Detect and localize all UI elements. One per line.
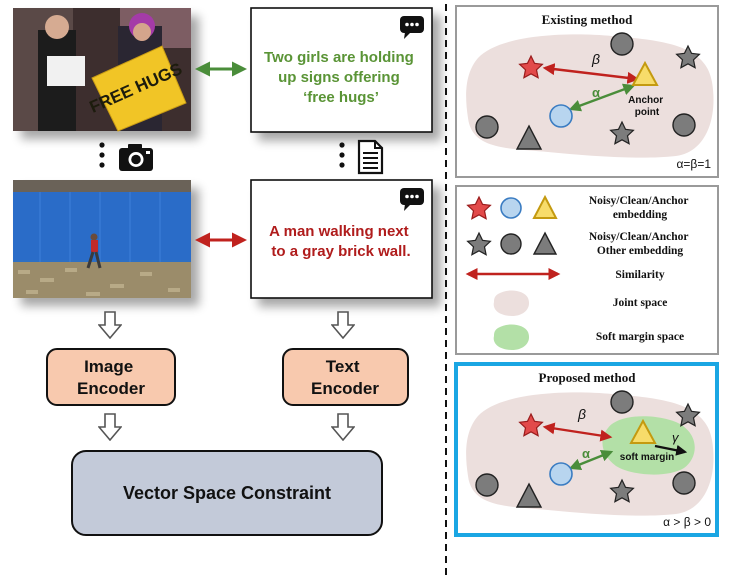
existing-formula: α=β=1 (676, 157, 711, 171)
existing-method-title: Existing method (542, 12, 633, 27)
legend-row2-label: Noisy/Clean/Anchor Other embedding (589, 231, 691, 257)
existing-other-triangle (515, 124, 543, 150)
proposed-gamma-arrow (654, 444, 688, 456)
existing-other-circle (610, 32, 634, 56)
legend-other-circle (500, 233, 522, 255)
proposed-other-circle (610, 390, 634, 414)
existing-noisy-star (518, 54, 544, 79)
proposed-clean-circle (549, 462, 573, 486)
existing-anchor-line-2: point (635, 107, 660, 118)
photo-man-walking (13, 180, 191, 298)
camera-icon (119, 144, 153, 171)
proposed-beta-arrow (542, 422, 613, 442)
image-encoder-line-2: Encoder (77, 379, 145, 398)
caption-bottom-line-2: to a gray brick wall. (271, 243, 410, 260)
legend-similarity-label: Similarity (615, 269, 664, 281)
existing-anchor-line-1: Anchor (628, 95, 663, 106)
legend-row1-label: Noisy/Clean/Anchor embedding (589, 195, 691, 221)
proposed-other-star (609, 478, 635, 503)
caption-bottom-text: A man walking next to a gray brick wall. (269, 223, 413, 260)
legend-noisy-star (466, 195, 492, 220)
existing-clean-circle (549, 104, 573, 128)
caption-bottom-line-1: A man walking next (269, 223, 408, 240)
caption-top-line-2: up signs offering (278, 69, 400, 86)
existing-joint-space (466, 34, 714, 158)
proposed-other-circle (475, 473, 499, 497)
existing-anchor-label: Anchor point (628, 95, 666, 118)
legend-soft-swatch (493, 324, 530, 350)
down-arrow-icon (331, 413, 355, 441)
down-arrow-icon (98, 311, 122, 339)
vector-space-constraint-box (71, 450, 383, 536)
vertical-dots-right (339, 142, 345, 168)
existing-other-circle (475, 115, 499, 139)
proposed-alpha-arrow (568, 449, 614, 471)
legend-soft-label: Soft margin space (596, 331, 684, 343)
down-arrow-icon (331, 311, 355, 339)
legend-clean-circle (500, 197, 522, 219)
legend-row2-line-1: Noisy/Clean/Anchor (589, 231, 689, 243)
legend-joint-swatch (493, 290, 530, 316)
existing-other-circle (672, 113, 696, 137)
proposed-alpha-label: α (582, 446, 590, 461)
proposed-beta-label: β (577, 406, 586, 422)
image-encoder-box (46, 348, 176, 406)
proposed-other-circle (672, 471, 696, 495)
text-encoder-line-1: Text (326, 357, 360, 376)
proposed-soft-margin-space (602, 416, 695, 475)
proposed-gamma-label: γ (672, 430, 680, 445)
legend-panel (455, 185, 719, 355)
photo-free-hugs: FREE HUGS (13, 8, 191, 132)
proposed-soft-margin-label: soft margin (620, 452, 674, 463)
vector-space-constraint-label: Vector Space Constraint (123, 483, 331, 503)
proposed-anchor-triangle (629, 418, 657, 444)
proposed-other-star (675, 402, 701, 427)
text-encoder-label: Text Encoder (311, 357, 379, 398)
legend-anchor-triangle (532, 194, 558, 219)
existing-beta-label: β (591, 51, 600, 67)
down-arrow-icon (98, 413, 122, 441)
existing-other-star (675, 44, 701, 69)
caption-top-text: Two girls are holding up signs offering … (264, 49, 418, 106)
legend-row1-line-1: Noisy/Clean/Anchor (589, 195, 689, 207)
image-encoder-line-1: Image (84, 357, 133, 376)
existing-alpha-arrow (568, 83, 636, 112)
proposed-formula: α > β > 0 (663, 515, 711, 529)
legend-other-star (466, 231, 492, 256)
chat-bubble-icon (400, 16, 424, 39)
caption-top-line-3: ‘free hugs’ (303, 89, 379, 106)
existing-alpha-label: α (592, 85, 600, 100)
proposed-noisy-star (518, 412, 544, 437)
legend-row2-line-2: Other embedding (597, 245, 684, 257)
text-encoder-box (282, 348, 409, 406)
document-icon (357, 139, 384, 175)
legend-row1-line-2: embedding (613, 209, 668, 221)
existing-beta-arrow (542, 63, 640, 84)
proposed-other-triangle (515, 482, 543, 508)
legend-joint-label: Joint space (613, 297, 668, 309)
image-encoder-label: Image Encoder (77, 357, 145, 398)
chat-bubble-icon (400, 188, 424, 211)
text-encoder-line-2: Encoder (311, 379, 379, 398)
proposed-method-title: Proposed method (539, 370, 637, 385)
caption-top-line-1: Two girls are holding (264, 49, 414, 66)
vertical-dots-left (99, 142, 105, 168)
existing-anchor-triangle (631, 60, 659, 86)
existing-other-star (609, 120, 635, 145)
legend-other-triangle (532, 231, 558, 255)
